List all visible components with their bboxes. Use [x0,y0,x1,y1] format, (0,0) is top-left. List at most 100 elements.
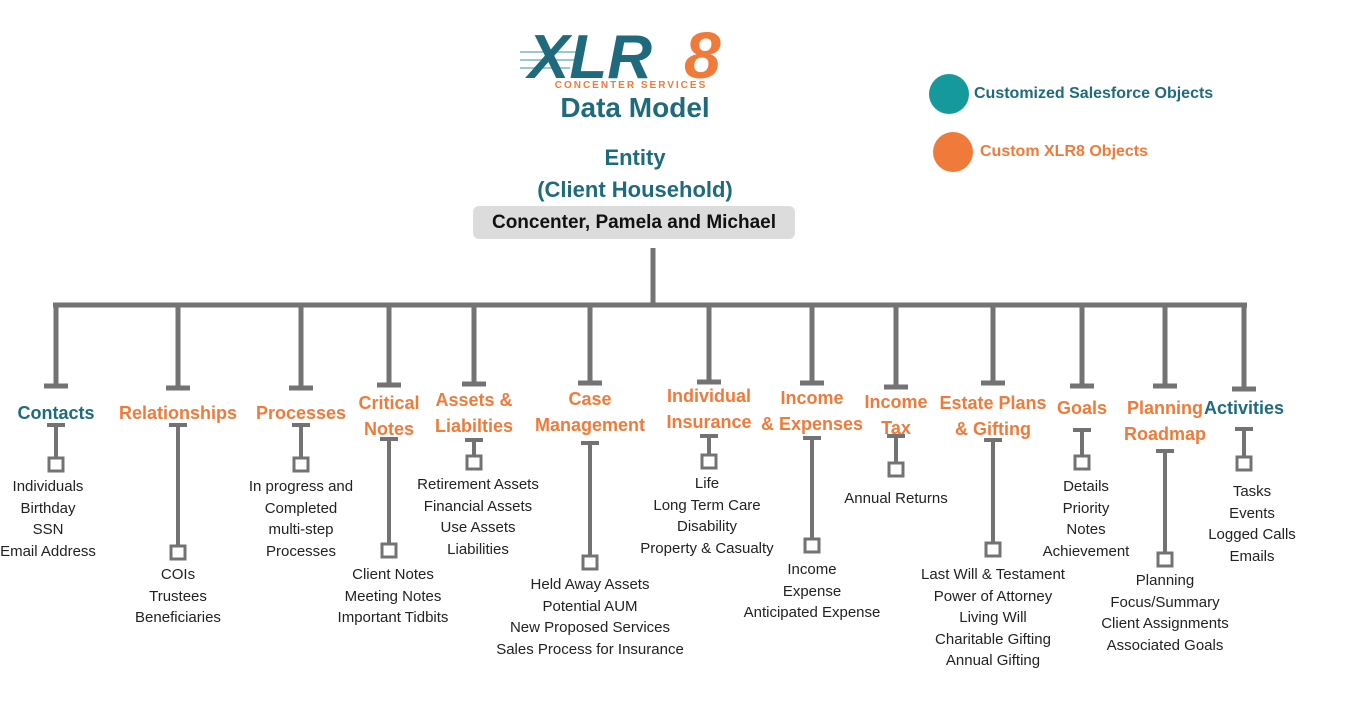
category-items: Annual Returns [831,488,961,510]
category-item: Held Away Assets [530,576,650,593]
item-node-8 [887,461,905,478]
category-label: Contacts [17,403,95,423]
logo-8: 8 [684,18,721,84]
item-node-4 [465,454,483,471]
category-item: Life [694,475,720,492]
category-item: Trustees [149,587,207,605]
page-title: Data Model [560,92,710,123]
category-label: Goals [1056,398,1108,418]
category-item: Sales Process for Insurance [496,640,684,658]
category-label: Critical Notes [358,393,420,439]
category-item: Emails [1229,547,1275,565]
category-item: Completed [264,499,338,517]
category-item: Liabilities [447,540,509,558]
category-item: Priority [1062,499,1110,517]
household-box: Concenter, Pamela and Michael [473,206,795,239]
category-item: Income [787,561,837,578]
category-item: Disability [676,518,737,535]
category-item: Last Will & Testament [921,566,1065,583]
category-item: Use Assets [440,519,516,536]
category-item: Client Assignments [1101,615,1229,632]
category-item: New Proposed Services [509,619,671,636]
logo-subtitle: CONCENTER SERVICES [554,80,708,91]
item-node-5 [581,554,599,571]
item-node-2 [292,456,310,473]
category-item: Beneficiaries [135,609,221,626]
item-node-1 [169,544,187,561]
category-item: Power of Attorney [933,587,1053,605]
legend-label-salesforce: Customized Salesforce Objects [974,85,1214,102]
category-item: Retirement Assets [417,476,539,493]
item-node-11 [1156,551,1174,568]
category-label: Activities [1203,398,1285,418]
category-item: Focus/Summary [1110,593,1220,611]
category-label: Case Management [534,389,646,435]
logo-speed-lines [520,51,580,69]
item-node-7 [803,537,821,554]
item-node-0 [47,456,65,473]
entity-line2: (Client Household) [537,177,733,202]
category-label: Relationships [118,403,238,423]
category-item: In progress and [248,478,354,495]
item-node-10 [1073,454,1091,471]
category-item: Birthday [20,499,76,517]
category-item: Individuals [12,478,84,495]
category-label: Estate Plans & Gifting [939,393,1047,439]
logo-xlr: XLR [525,23,652,84]
category-item: Events [1229,504,1275,522]
entity-line1: Entity [604,145,666,170]
category-label: Income Tax [864,392,928,438]
category-item: Tasks [1232,483,1272,500]
item-node-9 [984,541,1002,558]
category-item: Anticipated Expense [743,604,881,621]
category-item: Details [1063,478,1109,495]
legend-dot-salesforce [929,74,969,114]
category-item: Notes [1066,521,1106,538]
category-item: Important Tidbits [337,609,449,626]
legend-label-xlr8: Custom XLR8 Objects [980,143,1149,160]
item-node-3 [380,542,398,559]
category-item: Processes [265,542,337,560]
category-label: Income & Expenses [760,388,864,434]
category-item: multi-step [268,521,334,538]
category-item: Property & Casualty [640,539,774,557]
legend-dot-xlr8 [933,132,973,172]
category-item: Logged Calls [1208,526,1296,543]
category-label: Planning Roadmap [1123,398,1206,444]
category-label: Individual Insurance [666,386,752,432]
category-item: COIs [160,566,196,583]
category-item: Long Term Care [653,496,761,514]
entity-heading: Entity (Client Household) [470,142,800,206]
category-item: Planning [1135,572,1195,589]
category-item: Financial Assets [423,497,533,515]
category-label: Processes [255,403,347,423]
category-item: Potential AUM [542,597,638,615]
category-item: Client Notes [352,566,434,583]
category-item: Achievement [1042,542,1130,560]
category-item: Email Address [0,542,96,560]
category-label: Assets & Liabilties [434,390,514,436]
category-item: Living Will [959,609,1027,626]
category-item: SSN [32,521,64,538]
item-node-6 [700,453,718,470]
item-node-12 [1235,455,1253,472]
category-item: Meeting Notes [344,587,442,605]
category-item: Expense [782,582,842,600]
category-item: Associated Goals [1106,636,1224,654]
category-item: Annual Gifting [945,652,1041,669]
category-item: Annual Returns [844,490,948,507]
xlr8-logo: XLR 8 [520,18,721,84]
